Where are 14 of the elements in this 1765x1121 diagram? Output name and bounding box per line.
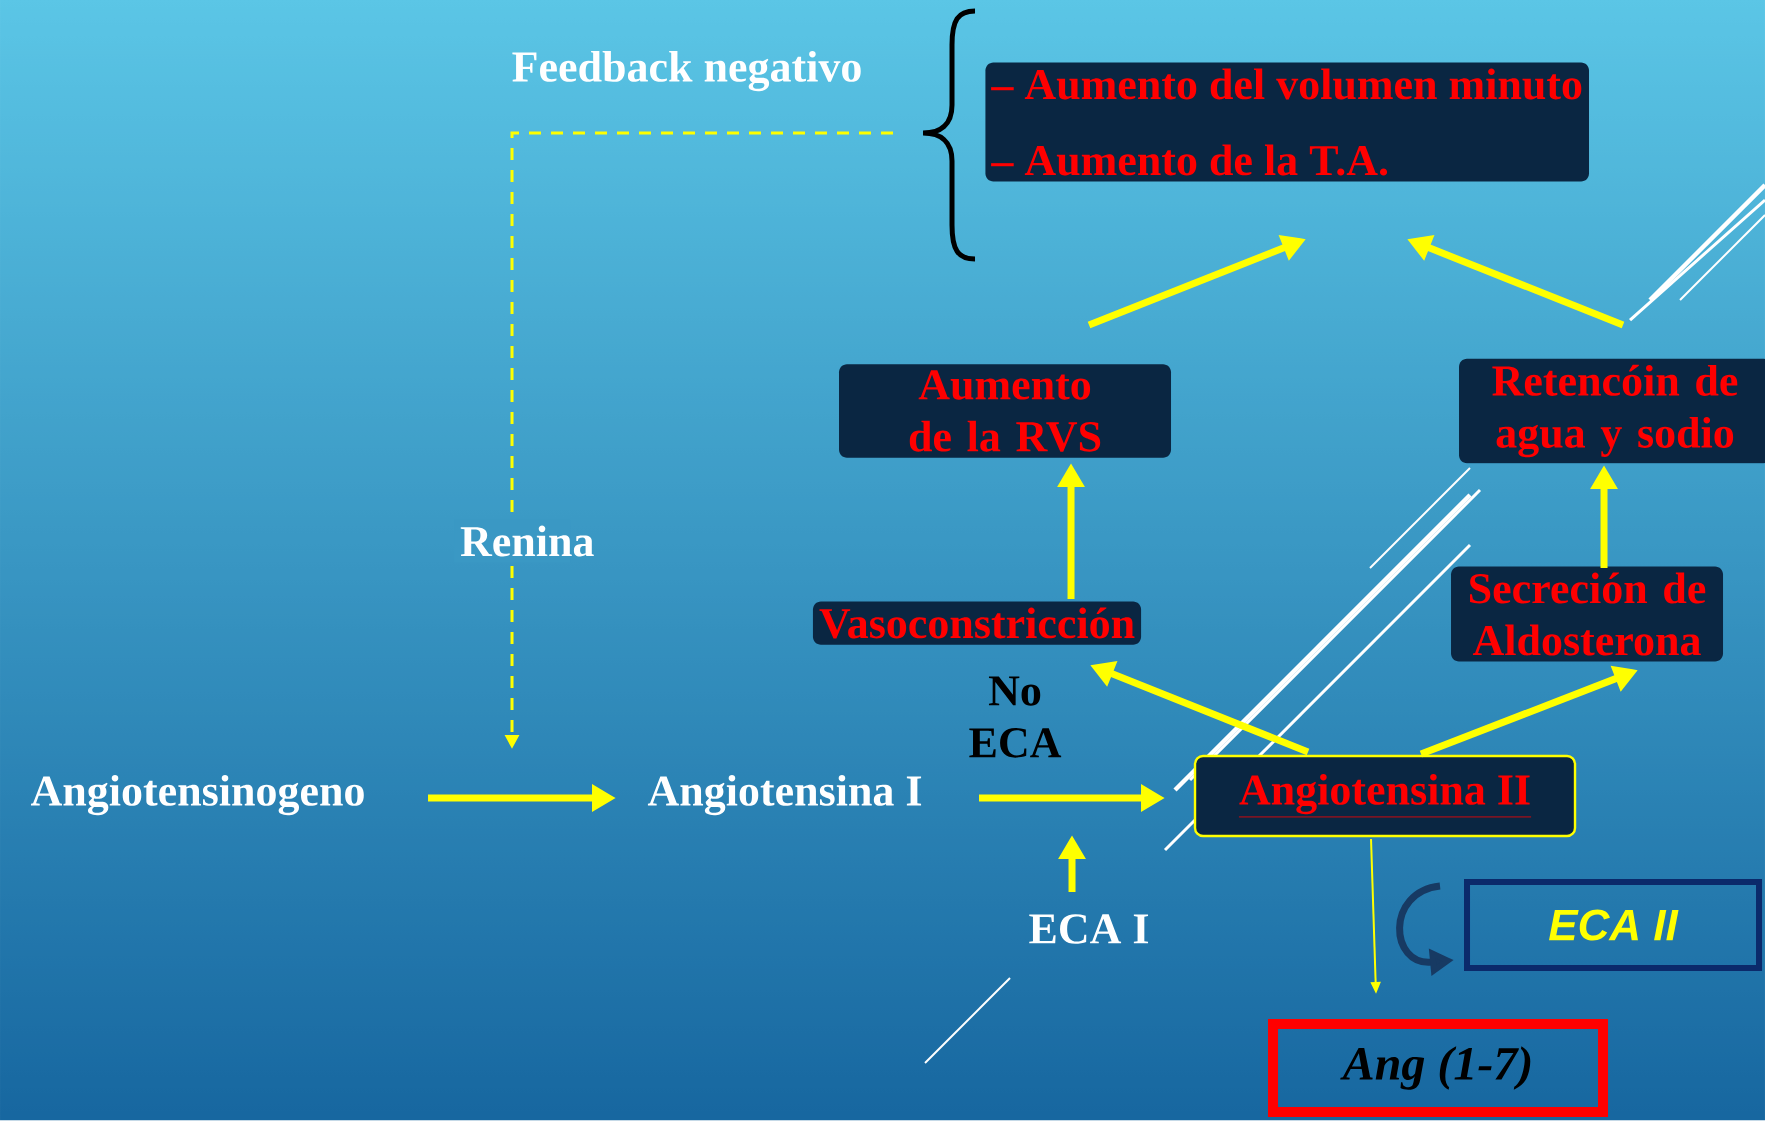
effect-text: Retencóin de agua y sodio	[1459, 358, 1765, 464]
heading-text: Feedback negativo	[512, 50, 861, 92]
product-box: Ang (1-7)	[1268, 1019, 1608, 1117]
effect-text: Secreción de Aldosterona	[1451, 566, 1723, 662]
edge-label: No ECA	[969, 676, 1062, 758]
highlight-box: Angiotensina II	[1193, 754, 1577, 838]
substance-text: Angiotensinogeno	[31, 774, 364, 816]
effect-list: – Aumento del volumen minuto – Aumento de la T.A.	[985, 62, 1589, 182]
effect-text: Vasoconstricción	[812, 601, 1142, 645]
enzyme-box: ECA II	[1464, 879, 1762, 971]
substance-text: Angiotensina I	[647, 774, 922, 816]
effect-text: Aumento de la RVS	[839, 364, 1171, 458]
edge-label: Renina	[454, 519, 594, 563]
enzyme-text: ECA I	[1029, 914, 1149, 944]
